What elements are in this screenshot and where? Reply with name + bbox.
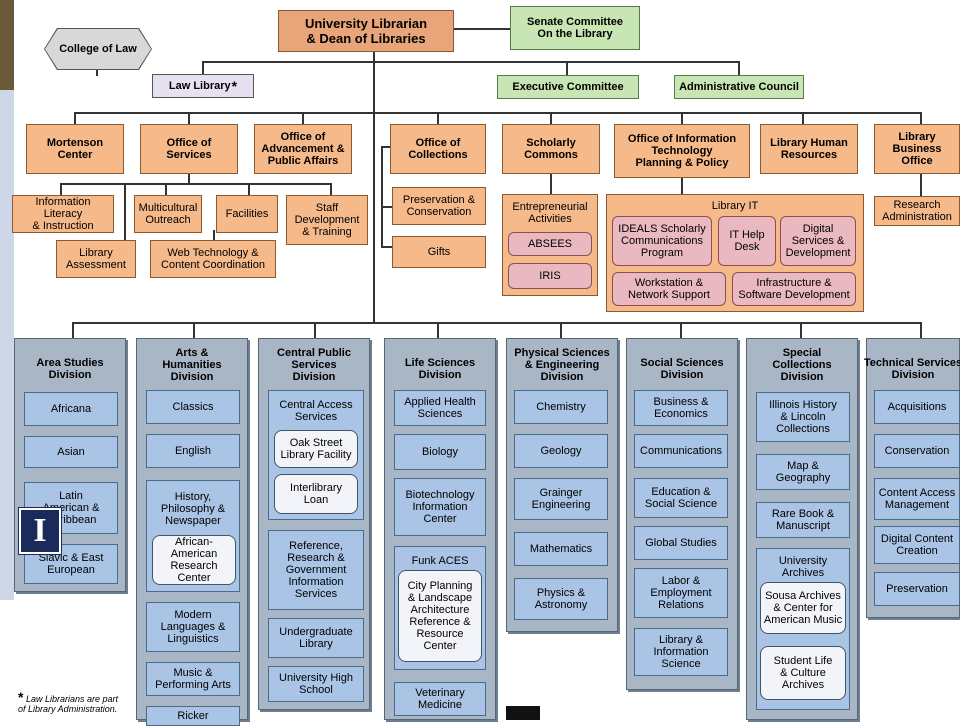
ricker-box: Ricker <box>146 706 240 726</box>
acquisitions-box: Acquisitions <box>874 390 960 424</box>
asian-box: Asian <box>24 436 118 468</box>
library-human-resources-box: Library Human Resources <box>760 124 858 174</box>
geology-box: Geology <box>514 434 608 468</box>
history-philosophy-label: History, Philosophy & Newspaper <box>160 491 226 527</box>
africana-box: Africana <box>24 392 118 426</box>
logo-letter: I <box>33 512 47 549</box>
it-help-desk-box: IT Help Desk <box>718 216 776 266</box>
digital-content-creation-box: Digital Content Creation <box>874 526 960 564</box>
undergraduate-library-box: Undergraduate Library <box>268 618 364 658</box>
digital-services-box: Digital Services & Development <box>780 216 856 266</box>
life-sciences-division-title: Life Sciences Division <box>404 357 476 381</box>
college-of-law-shape <box>45 29 151 69</box>
biotechnology-information-box: Biotechnology Information Center <box>394 478 486 536</box>
infrastructure-software-box: Infrastructure & Software Development <box>732 272 856 306</box>
absees-box: ABSEES <box>508 232 592 256</box>
college-of-law-box: College of Law <box>59 43 137 55</box>
office-of-collections-box: Office of Collections <box>390 124 486 174</box>
preservation-box: Preservation <box>874 572 960 606</box>
interlibrary-loan-box: Interlibrary Loan <box>274 474 358 514</box>
english-box: English <box>146 434 240 468</box>
university-logo: I <box>18 507 62 555</box>
global-studies-box: Global Studies <box>634 526 728 560</box>
labor-employment-box: Labor & Employment Relations <box>634 568 728 618</box>
university-librarian-box: University Librarian & Dean of Libraries <box>278 10 454 52</box>
veterinary-medicine-box: Veterinary Medicine <box>394 682 486 716</box>
grainger-engineering-box: Grainger Engineering <box>514 478 608 520</box>
central-public-services-division-title: Central Public Services Division <box>277 347 351 383</box>
office-of-services-box: Office of Services <box>140 124 238 174</box>
physics-astronomy-box: Physics & Astronomy <box>514 578 608 620</box>
area-studies-division-title: Area Studies Division <box>36 357 104 381</box>
library-information-science-box: Library & Information Science <box>634 628 728 676</box>
scholarly-commons-box: Scholarly Commons <box>502 124 600 174</box>
entrepreneurial-activities-label: Entrepreneurial Activities <box>512 201 588 225</box>
student-life-archives-box: Student Life & Culture Archives <box>760 646 846 700</box>
illinois-history-box: Illinois History & Lincoln Collections <box>756 392 850 442</box>
education-social-science-box: Education & Social Science <box>634 478 728 518</box>
mortenson-center-box: Mortenson Center <box>26 124 124 174</box>
footnote-text: Law Librarians are part of Library Admin… <box>18 694 119 714</box>
ideals-box: IDEALS Scholarly Communications Program <box>612 216 712 266</box>
central-access-services-label: Central Access Services <box>279 399 353 423</box>
bottom-logo-mark <box>506 706 540 720</box>
staff-development-box: Staff Development & Training <box>286 195 368 245</box>
senate-committee-box: Senate Committee On the Library <box>510 6 640 50</box>
african-american-research-box: African- American Research Center <box>152 535 236 585</box>
social-sciences-division-title: Social Sciences Division <box>640 357 724 381</box>
conservation-box: Conservation <box>874 434 960 468</box>
modern-languages-box: Modern Languages & Linguistics <box>146 602 240 652</box>
special-collections-division-title: Special Collections Division <box>772 347 832 383</box>
left-edge-photo <box>0 0 14 600</box>
gifts-box: Gifts <box>392 236 486 268</box>
oak-street-box: Oak Street Library Facility <box>274 430 358 468</box>
office-of-advancement-box: Office of Advancement & Public Affairs <box>254 124 352 174</box>
administrative-council-box: Administrative Council <box>674 75 804 99</box>
office-of-information-technology-box: Office of Information Technology Plannin… <box>614 124 750 178</box>
law-library-label: Law Library <box>168 80 231 92</box>
web-technology-box: Web Technology & Content Coordination <box>150 240 276 278</box>
university-archives-label: University Archives <box>778 555 828 579</box>
physical-sciences-division-title: Physical Sciences & Engineering Division <box>514 347 610 383</box>
library-business-office-box: Library Business Office <box>874 124 960 174</box>
library-assessment-box: Library Assessment <box>56 240 136 278</box>
biology-box: Biology <box>394 434 486 470</box>
library-it-label: Library IT <box>711 200 759 212</box>
arts-humanities-division-title: Arts & Humanities Division <box>162 347 222 383</box>
footnote: * Law Librarians are part of Library Adm… <box>18 689 119 714</box>
chemistry-box: Chemistry <box>514 390 608 424</box>
sousa-archives-box: Sousa Archives & Center for American Mus… <box>760 582 846 634</box>
mathematics-box: Mathematics <box>514 532 608 566</box>
law-library-box: Law Library* <box>152 74 254 98</box>
classics-box: Classics <box>146 390 240 424</box>
map-geography-box: Map & Geography <box>756 454 850 490</box>
reference-research-box: Reference, Research & Government Informa… <box>268 530 364 610</box>
university-high-school-box: University High School <box>268 666 364 702</box>
workstation-network-box: Workstation & Network Support <box>612 272 726 306</box>
technical-services-division-title: Technical Services Division <box>863 357 960 381</box>
business-economics-box: Business & Economics <box>634 390 728 426</box>
executive-committee-box: Executive Committee <box>497 75 639 99</box>
iris-box: IRIS <box>508 263 592 289</box>
facilities-box: Facilities <box>216 195 278 233</box>
applied-health-sciences-box: Applied Health Sciences <box>394 390 486 426</box>
communications-box: Communications <box>634 434 728 468</box>
research-administration-box: Research Administration <box>874 196 960 226</box>
law-library-star: * <box>231 78 238 94</box>
footnote-star: * <box>18 689 24 705</box>
preservation-conservation-box: Preservation & Conservation <box>392 187 486 225</box>
rare-book-manuscript-box: Rare Book & Manuscript <box>756 502 850 538</box>
funk-aces-label: Funk ACES <box>411 555 469 567</box>
information-literacy-box: Information Literacy & Instruction <box>12 195 114 233</box>
multicultural-outreach-box: Multicultural Outreach <box>134 195 202 233</box>
city-planning-box: City Planning & Landscape Architecture R… <box>398 570 482 662</box>
music-performing-arts-box: Music & Performing Arts <box>146 662 240 696</box>
content-access-management-box: Content Access Management <box>874 478 960 520</box>
